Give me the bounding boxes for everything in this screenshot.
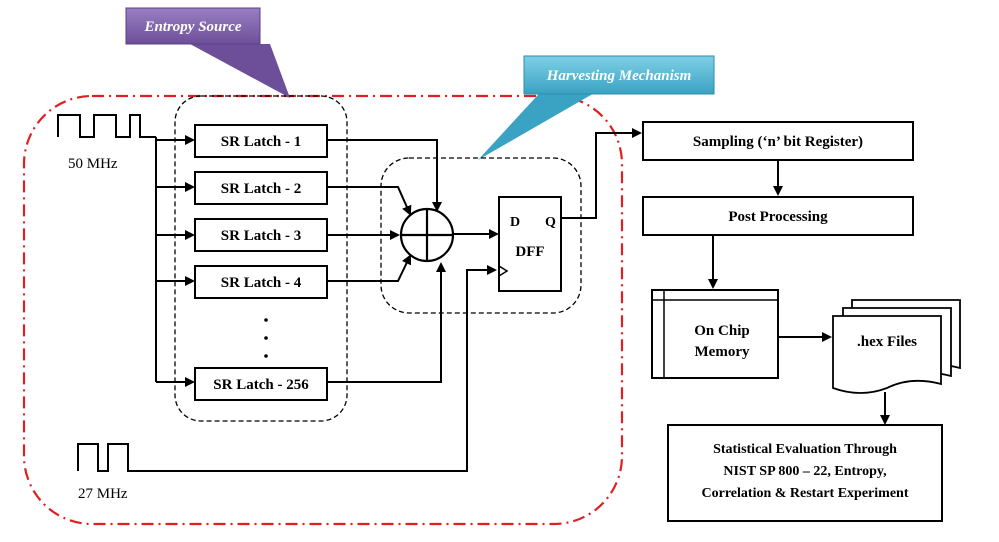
dff-label: DFF <box>515 244 544 260</box>
harvesting-mechanism-callout: Harvesting Mechanism <box>478 55 715 160</box>
sr-latch-4-label: SR Latch - 4 <box>221 275 302 291</box>
sampling-label: Sampling (‘n’ bit Register) <box>693 134 863 150</box>
memory-label-line2: Memory <box>695 344 750 360</box>
sr-latch-1-label: SR Latch - 1 <box>221 134 301 150</box>
latch-2-to-xor <box>327 186 412 216</box>
sr-latch-3-label: SR Latch - 3 <box>221 228 301 244</box>
entropy-source-callout: Entropy Source <box>125 7 290 98</box>
sampling-register: Sampling (‘n’ bit Register) <box>642 121 914 161</box>
sr-latch-256-label: SR Latch - 256 <box>213 377 309 393</box>
dff-block: D Q DFF <box>498 196 562 292</box>
latch-1-to-xor <box>327 139 442 212</box>
clock-27mhz-waveform <box>77 265 497 472</box>
sr-latch-2: SR Latch - 2 <box>194 171 328 205</box>
latch-256-to-xor <box>327 262 446 383</box>
hex-files-label: .hex Files <box>857 334 917 350</box>
evaluation-line-1: Statistical Evaluation Through <box>713 442 897 457</box>
evaluation-line-2: NIST SP 800 – 22, Entropy, <box>723 464 886 479</box>
latch-ellipsis <box>264 318 268 358</box>
dff-q-pin: Q <box>545 215 556 230</box>
memory-label-line1: On Chip <box>694 323 749 339</box>
post-processing-label: Post Processing <box>728 209 828 225</box>
sr-latch-256: SR Latch - 256 <box>194 367 328 401</box>
post-processing: Post Processing <box>642 196 914 236</box>
xor-gate <box>399 207 455 263</box>
statistical-evaluation: Statistical Evaluation Through NIST SP 8… <box>667 424 943 522</box>
harvesting-mechanism-label: Harvesting Mechanism <box>546 68 692 84</box>
dff-d-pin: D <box>510 215 520 230</box>
latch-4-to-xor <box>327 254 412 282</box>
entropy-source-label: Entropy Source <box>143 19 241 35</box>
sr-latch-4: SR Latch - 4 <box>194 265 328 299</box>
entropy-boundary <box>22 94 624 526</box>
latch-group <box>174 95 348 422</box>
sr-latch-1: SR Latch - 1 <box>194 124 328 158</box>
sr-latch-3: SR Latch - 3 <box>194 218 328 252</box>
sr-latch-2-label: SR Latch - 2 <box>221 181 301 197</box>
dff-clock-pin <box>498 265 509 277</box>
clock-50mhz-label: 50 MHz <box>68 156 118 172</box>
on-chip-memory: On Chip Memory <box>651 289 779 379</box>
hex-files: .hex Files <box>832 299 961 394</box>
evaluation-line-3: Correlation & Restart Experiment <box>702 486 909 501</box>
clock-27mhz-label: 27 MHz <box>78 486 128 502</box>
dff-to-sampling <box>561 128 642 219</box>
clock-50mhz-waveform <box>57 114 156 138</box>
